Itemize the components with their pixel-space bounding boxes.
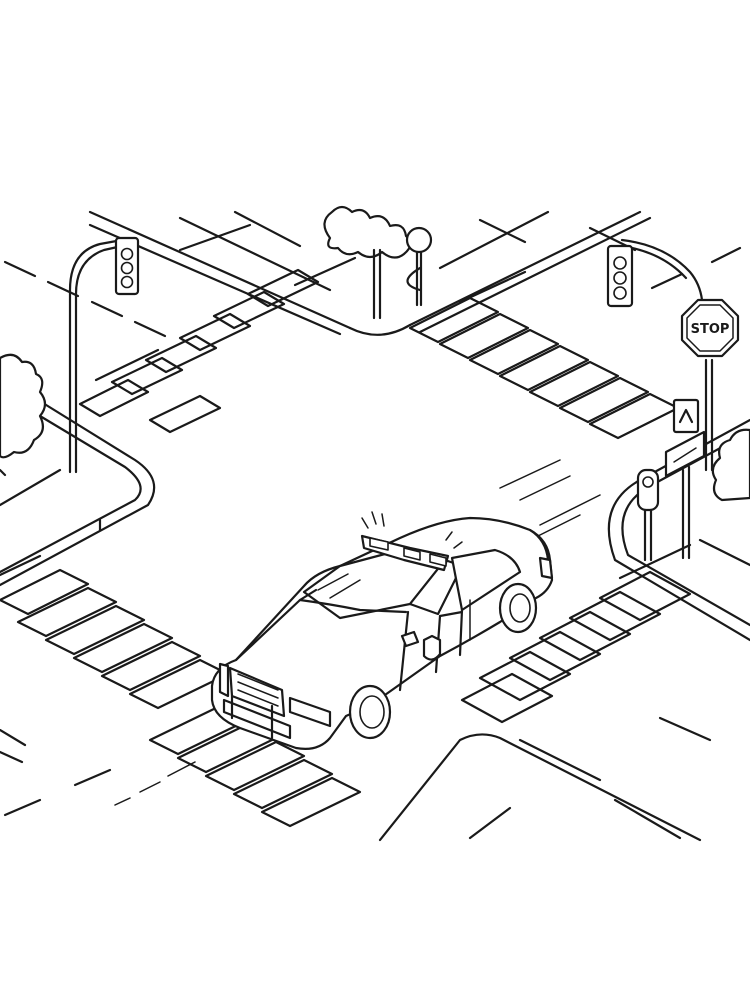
direction-sign-icon — [664, 430, 706, 560]
stop-sign-text: STOP — [691, 322, 730, 337]
arrow-up-icon — [672, 398, 700, 434]
bush-icon — [711, 428, 750, 502]
stop-sign-icon: STOP — [680, 298, 740, 472]
crosswalk-top — [78, 268, 320, 434]
light-bar-icon — [360, 511, 463, 572]
crosswalk-right-top — [408, 270, 680, 440]
police-car — [114, 459, 571, 806]
police-badge-icon — [422, 634, 442, 661]
bush-icon — [0, 353, 47, 459]
crosswalk-right — [460, 543, 692, 724]
tree-icon — [323, 205, 412, 320]
round-sign-icon — [405, 226, 433, 307]
near-road-edges — [0, 728, 702, 842]
wheel-icon — [348, 684, 392, 740]
near-sidewalk — [0, 738, 602, 782]
wheel-icon — [498, 582, 538, 634]
lane-markings — [3, 246, 742, 817]
small-traffic-light-icon — [636, 468, 660, 562]
crosswalk-left — [0, 554, 230, 710]
left-corner-curb — [0, 393, 156, 587]
traffic-light-icon — [68, 236, 140, 474]
traffic-light-icon — [606, 238, 704, 308]
far-sidewalk — [178, 218, 637, 287]
